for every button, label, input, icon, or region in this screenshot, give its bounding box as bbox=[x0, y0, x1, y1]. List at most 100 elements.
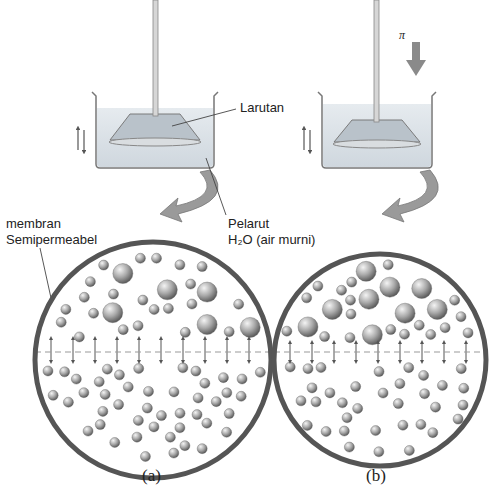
molecule bbox=[400, 329, 410, 339]
molecule bbox=[456, 312, 466, 322]
molecule bbox=[56, 317, 66, 327]
molecule bbox=[458, 400, 468, 410]
molecule bbox=[374, 367, 384, 377]
flow-arrow bbox=[227, 352, 228, 362]
molecule bbox=[144, 386, 154, 396]
flow-arrow bbox=[466, 352, 467, 362]
solvent-label: Pelarut bbox=[228, 216, 269, 232]
molecule bbox=[419, 370, 429, 380]
molecule bbox=[48, 390, 58, 400]
molecule bbox=[197, 444, 207, 454]
molecule bbox=[345, 295, 355, 305]
molecule bbox=[236, 391, 246, 401]
flow-arrow bbox=[466, 342, 467, 352]
molecule bbox=[298, 317, 318, 337]
molecule bbox=[431, 402, 441, 412]
molecule bbox=[347, 277, 357, 287]
molecule bbox=[224, 409, 234, 419]
molecule bbox=[426, 330, 436, 340]
molecule bbox=[416, 420, 426, 430]
flow-arrow bbox=[249, 352, 250, 362]
molecule bbox=[427, 299, 447, 319]
flow-arrow bbox=[290, 352, 291, 362]
zoom-arrows bbox=[160, 170, 438, 222]
molecule bbox=[450, 295, 460, 305]
molecule bbox=[211, 397, 221, 407]
molecule bbox=[374, 447, 384, 457]
molecule bbox=[428, 428, 438, 438]
molecule bbox=[320, 332, 330, 342]
molecule bbox=[346, 309, 356, 319]
molecule bbox=[60, 367, 70, 377]
molecule bbox=[395, 303, 415, 323]
molecule bbox=[371, 426, 381, 436]
molecule bbox=[187, 299, 197, 309]
flow-arrow bbox=[312, 352, 313, 362]
molecule bbox=[255, 367, 265, 377]
panel-label: (a) bbox=[142, 466, 161, 486]
solvent-label: H₂O (air murni) bbox=[228, 232, 315, 248]
molecule bbox=[71, 374, 81, 384]
molecule bbox=[303, 364, 313, 374]
molecule bbox=[282, 326, 292, 336]
molecule bbox=[296, 396, 306, 406]
molecule bbox=[307, 383, 317, 393]
flow-arrow bbox=[227, 338, 228, 352]
molecule bbox=[79, 292, 89, 302]
molecule bbox=[61, 304, 71, 314]
molecule bbox=[133, 321, 143, 331]
molecule bbox=[313, 281, 323, 291]
molecule bbox=[114, 370, 124, 380]
molecule bbox=[133, 416, 143, 426]
molecule bbox=[118, 325, 128, 335]
flow-arrow bbox=[290, 342, 291, 352]
molecule bbox=[285, 362, 295, 372]
flow-arrow bbox=[356, 342, 357, 352]
molecule bbox=[197, 315, 217, 335]
molecule bbox=[218, 373, 228, 383]
molecule bbox=[175, 408, 185, 418]
molecule bbox=[180, 441, 190, 451]
molecule bbox=[95, 420, 105, 430]
molecule bbox=[362, 325, 382, 345]
flow-arrow bbox=[139, 338, 140, 352]
molecule bbox=[393, 399, 403, 409]
molecule bbox=[169, 448, 179, 458]
molecule bbox=[359, 289, 379, 309]
flow-arrow bbox=[378, 342, 379, 352]
molecule bbox=[43, 366, 53, 376]
molecule bbox=[459, 383, 469, 393]
flow-arrow bbox=[205, 338, 206, 352]
molecule bbox=[114, 400, 124, 410]
magnified-view-a bbox=[35, 242, 271, 478]
molecule bbox=[302, 420, 312, 430]
flow-arrow bbox=[51, 352, 52, 362]
flow-arrow bbox=[312, 342, 313, 352]
solution-label: Larutan bbox=[240, 100, 284, 116]
molecule bbox=[240, 317, 260, 337]
flow-arrow bbox=[139, 352, 140, 362]
molecule bbox=[103, 303, 123, 323]
flow-arrow bbox=[356, 352, 357, 362]
molecule bbox=[234, 299, 244, 309]
molecule bbox=[316, 363, 326, 373]
molecule bbox=[302, 293, 312, 303]
molecule bbox=[351, 382, 361, 392]
flow-arrow bbox=[161, 338, 162, 352]
molecule bbox=[102, 364, 112, 374]
molecule bbox=[200, 378, 210, 388]
molecule bbox=[135, 253, 145, 263]
molecule bbox=[156, 411, 166, 421]
molecule bbox=[202, 418, 212, 428]
molecule bbox=[100, 390, 110, 400]
molecule bbox=[94, 377, 104, 387]
molecule bbox=[63, 397, 73, 407]
molecule bbox=[325, 388, 335, 398]
molecule bbox=[74, 332, 84, 342]
molecule bbox=[337, 285, 347, 295]
molecule bbox=[99, 260, 109, 270]
molecule bbox=[222, 427, 232, 437]
molecule bbox=[440, 323, 450, 333]
molecule bbox=[123, 382, 133, 392]
